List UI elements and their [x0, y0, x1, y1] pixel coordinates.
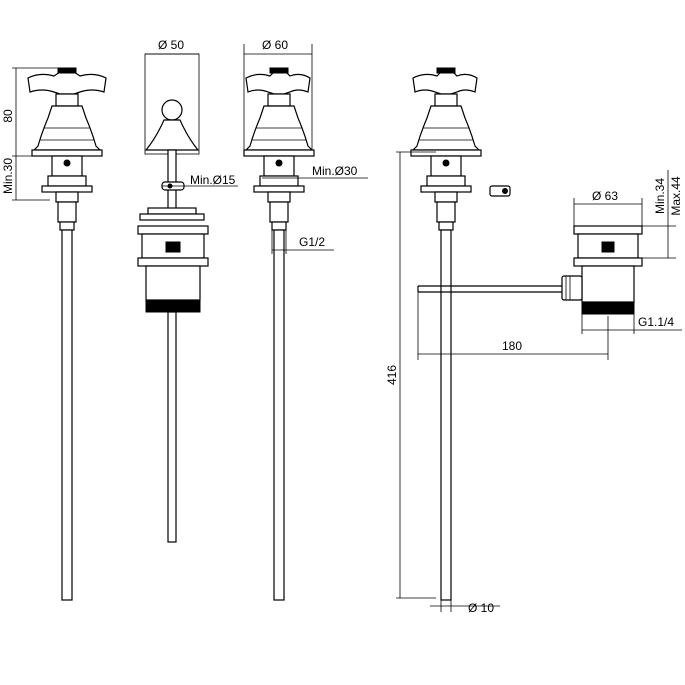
min-dia-15-label: Min.Ø15 — [190, 173, 236, 187]
right-dims: 416 Ø 10 180 Ø 63 Min.34 Max.44 G1.1/4 — [385, 151, 683, 615]
len-180-label: 180 — [502, 339, 522, 353]
max-44-label: Max.44 — [669, 176, 683, 216]
popup-waste — [137, 53, 209, 543]
right-waste — [561, 225, 643, 315]
height-80-label: 80 — [1, 109, 15, 123]
popup-dims: Ø 50 Min.Ø15 — [145, 38, 238, 187]
height-416-label: 416 — [385, 365, 399, 385]
min-34-label: Min.34 — [653, 178, 667, 214]
left-height-dims: 80 Min.30 — [1, 67, 60, 201]
min-30-label: Min.30 — [1, 158, 15, 194]
thread-g12-label: G1/2 — [299, 235, 325, 249]
thread-g114-label: G1.1/4 — [638, 315, 674, 329]
min-dia-30-label: Min.Ø30 — [312, 164, 358, 178]
dia-10-label: Ø 10 — [468, 601, 494, 615]
middle-dims: Ø 60 Min.Ø30 G1/2 — [262, 38, 368, 254]
dia-63-label: Ø 63 — [592, 189, 618, 203]
right-tap — [410, 67, 562, 601]
left-tap — [27, 67, 107, 601]
dia-60-label: Ø 60 — [262, 38, 288, 52]
dia-50-label: Ø 50 — [158, 38, 184, 52]
middle-tap — [243, 44, 315, 601]
